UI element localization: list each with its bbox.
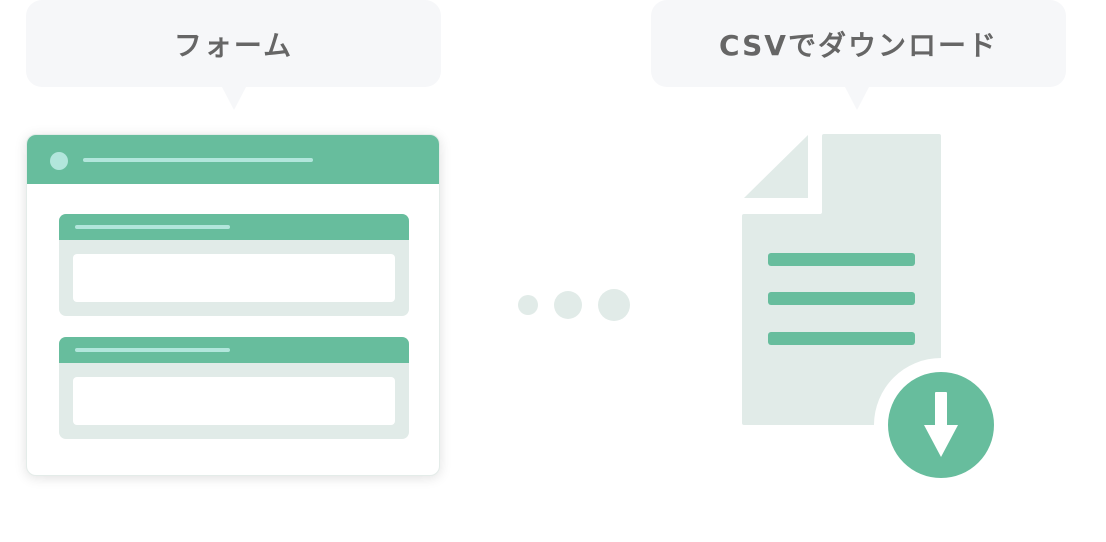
form-window-header	[27, 135, 439, 184]
document-fold	[744, 135, 808, 198]
form-field-1	[59, 214, 409, 316]
form-field-2	[59, 337, 409, 439]
form-label-bubble: フォーム	[26, 0, 441, 87]
document-sheet	[742, 134, 941, 425]
window-title-line	[83, 158, 313, 162]
field-label-line	[75, 348, 230, 352]
download-arrow-icon	[874, 358, 1008, 492]
dot-large	[598, 289, 630, 321]
field-header	[59, 337, 409, 363]
document-line	[768, 292, 915, 305]
field-input	[73, 254, 395, 302]
ellipsis-dots-icon	[518, 289, 630, 321]
document-line	[768, 253, 915, 266]
csv-label-bubble: CSVでダウンロード	[651, 0, 1066, 87]
document-line	[768, 332, 915, 345]
csv-document-icon	[742, 134, 941, 425]
field-header	[59, 214, 409, 240]
form-label: フォーム	[173, 28, 294, 62]
field-input	[73, 377, 395, 425]
dot-medium	[554, 291, 582, 319]
csv-bubble-tail	[845, 87, 869, 110]
csv-download-label: CSVでダウンロード	[719, 28, 998, 62]
window-dot	[50, 152, 68, 170]
arrow-head	[924, 425, 958, 457]
field-label-line	[75, 225, 230, 229]
dot-small	[518, 295, 538, 315]
form-window-icon	[26, 134, 440, 476]
form-bubble-tail	[222, 87, 246, 110]
